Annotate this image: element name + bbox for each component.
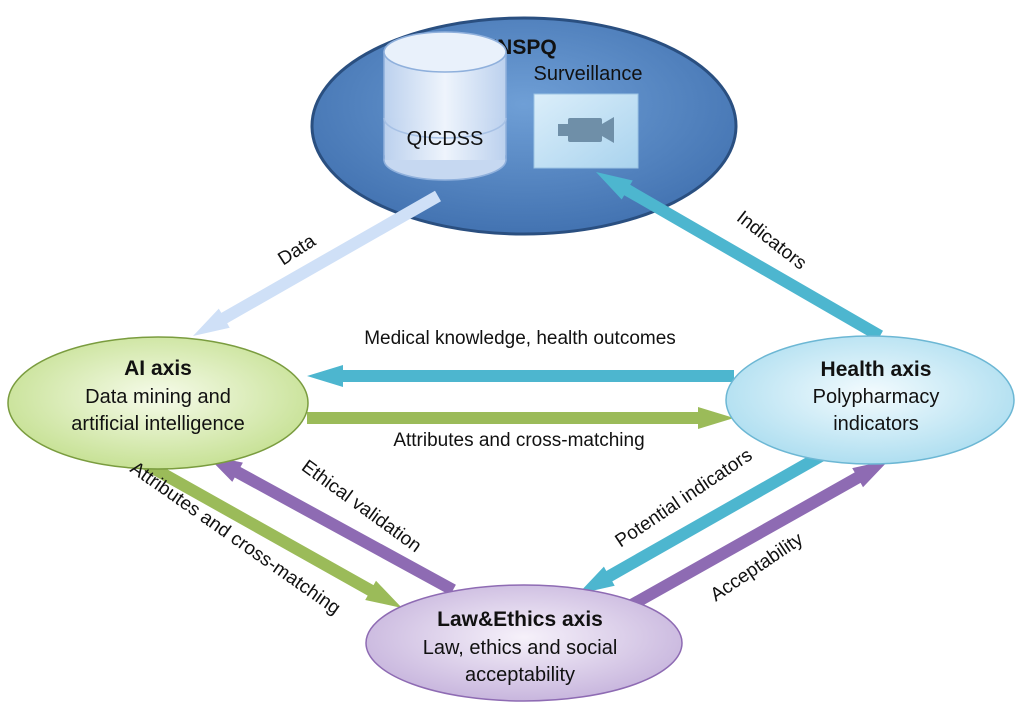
surveillance-label: Surveillance <box>534 63 643 85</box>
data-arrow <box>193 190 441 336</box>
acceptability-arrow <box>625 460 889 613</box>
ai-axis-node: AI axis Data mining and artificial intel… <box>7 336 309 470</box>
law-ethics-title: Law&Ethics axis <box>437 608 603 631</box>
attributes-top-arrow <box>307 407 734 429</box>
camera-icon <box>558 117 614 143</box>
indicators-arrow <box>596 172 883 342</box>
law-ethics-ellipse <box>365 584 683 702</box>
health-axis-node: Health axis Polypharmacy indicators <box>725 335 1015 465</box>
ai-axis-ellipse <box>7 336 309 470</box>
law-ethics-node: Law&Ethics axis Law, ethics and social a… <box>365 584 683 702</box>
inspq-title: INSPQ <box>491 36 556 59</box>
medical-knowledge-arrow-label: Medical knowledge, health outcomes <box>364 328 676 349</box>
law-ethics-line2: acceptability <box>465 664 575 686</box>
database-label: QICDSS <box>407 128 484 150</box>
edges-layer <box>139 172 889 613</box>
ai-axis-line1: Data mining and <box>85 386 231 408</box>
health-axis-line2: indicators <box>833 413 919 435</box>
inspq-node: INSPQ QICDSS Surveillance <box>310 16 738 236</box>
ethical-validation-arrow <box>206 455 456 596</box>
potential-indicators-arrow <box>578 447 829 594</box>
database-icon <box>383 31 507 181</box>
health-axis-line1: Polypharmacy <box>813 386 940 408</box>
health-axis-ellipse <box>725 335 1015 465</box>
attributes-left-arrow <box>139 456 402 608</box>
attributes-top-arrow-label: Attributes and cross-matching <box>393 430 644 451</box>
ai-axis-title: AI axis <box>124 357 192 380</box>
health-axis-title: Health axis <box>821 358 932 381</box>
medical-knowledge-arrow <box>307 365 734 387</box>
ai-axis-line2: artificial intelligence <box>71 413 244 435</box>
law-ethics-line1: Law, ethics and social <box>423 637 618 659</box>
